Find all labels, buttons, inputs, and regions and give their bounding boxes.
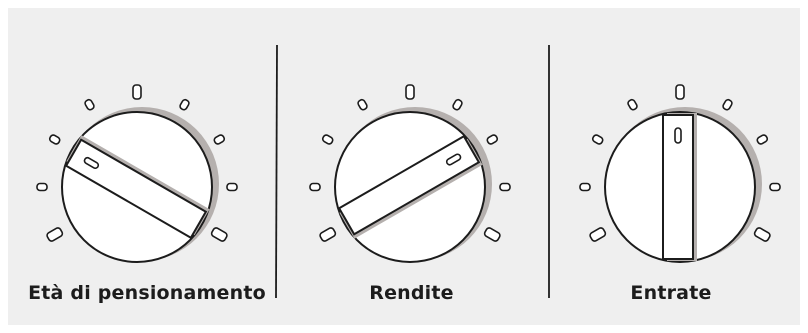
- tick-mark: [322, 134, 334, 145]
- divider-left: [276, 45, 277, 298]
- tick-mark: [627, 99, 638, 111]
- dial-rendite[interactable]: [310, 85, 510, 262]
- tick-mark: [484, 227, 501, 242]
- tick-mark: [770, 184, 780, 191]
- tick-mark: [227, 184, 237, 191]
- pointer-indicator: [675, 128, 681, 143]
- tick-mark: [592, 134, 604, 145]
- tick-mark: [589, 227, 606, 242]
- tick-mark: [319, 227, 336, 242]
- tick-mark: [310, 184, 320, 191]
- tick-mark: [756, 134, 768, 145]
- tick-mark: [580, 184, 590, 191]
- tick-mark: [452, 99, 463, 111]
- tick-mark: [676, 85, 684, 99]
- label-rendite: Rendite: [284, 282, 539, 304]
- tick-mark: [500, 184, 510, 191]
- dial-entrate[interactable]: [580, 85, 780, 262]
- dial-eta-pensionamento[interactable]: [37, 85, 237, 262]
- tick-mark: [486, 134, 498, 145]
- tick-mark: [406, 85, 414, 99]
- tick-mark: [211, 227, 228, 242]
- tick-mark: [179, 99, 190, 111]
- label-eta-pensionamento: Età di pensionamento: [20, 282, 274, 304]
- tick-mark: [213, 134, 225, 145]
- tick-mark: [49, 134, 61, 145]
- label-entrate: Entrate: [551, 282, 791, 304]
- tick-mark: [722, 99, 733, 111]
- tick-mark: [37, 184, 47, 191]
- knob-pointer: [663, 113, 697, 261]
- tick-mark: [357, 99, 368, 111]
- tick-mark: [46, 227, 63, 242]
- tick-mark: [133, 85, 141, 99]
- tick-mark: [754, 227, 771, 242]
- tick-mark: [84, 99, 95, 111]
